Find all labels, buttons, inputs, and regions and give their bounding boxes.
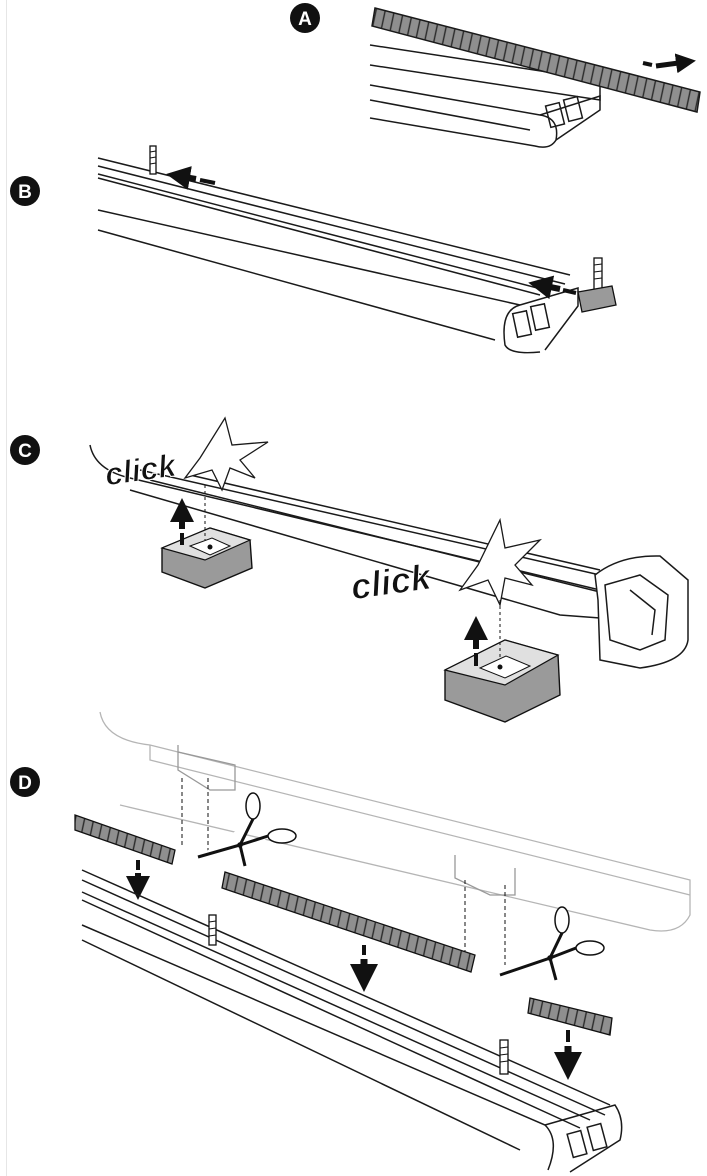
rubber-strip-a [371,7,701,113]
step-b-label: B [18,182,32,203]
t-bolt-icon [499,1039,509,1075]
t-bolt-icon [149,145,157,175]
step-d-label: D [18,773,32,794]
step-c-badge [10,435,40,465]
step-d-badge [10,767,40,797]
step-b-badge [10,176,40,206]
t-bolt-icon [577,257,617,313]
roof-bar-d [81,869,623,1173]
roof-bar-a [369,44,601,148]
page-edge-line [6,0,7,1176]
arrow-icon [642,53,696,74]
click-sound-label-2: click [348,555,435,607]
burst-icon [183,416,269,492]
burst-icon [458,517,543,608]
rubber-strip-piece-middle [221,871,476,973]
step-a: A [290,3,701,148]
scissors-icon [499,906,605,981]
rubber-strip-piece-right [527,997,613,1036]
step-a-label: A [298,9,312,30]
arrow-icon [166,166,216,190]
rubber-strip-piece-left [74,814,176,865]
click-sound-label-1: click [103,447,181,493]
foot-pad-right [443,600,561,723]
step-c: C click click [10,416,689,723]
roof-bar-b [97,157,579,354]
t-bolt-icon [208,914,217,946]
step-b: B [10,145,617,354]
step-c-label: C [18,441,32,462]
scissors-icon [197,792,297,867]
guide-lines [181,778,506,965]
step-d: D [10,711,691,1173]
step-a-badge [290,3,320,33]
roof-rail-outline [99,711,691,932]
arrow-icon [528,275,577,300]
foot-pad-left [160,485,253,589]
end-cap [594,555,689,669]
